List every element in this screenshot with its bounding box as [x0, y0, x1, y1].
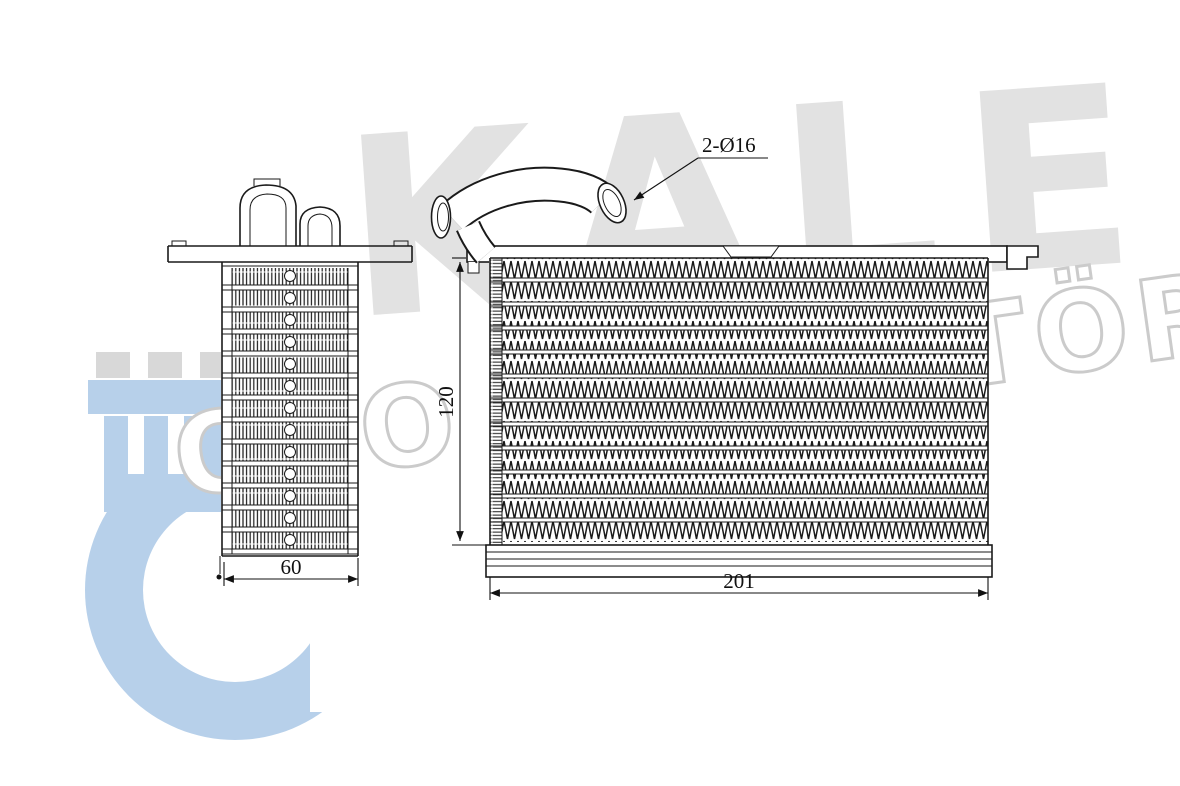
- front-view-drawing: 2-Ø16 120 201: [430, 133, 1039, 600]
- dim-120-label: 120: [434, 386, 458, 418]
- pipe-opening-right: [597, 182, 627, 224]
- dim-60-label: 60: [281, 555, 302, 579]
- pipe-opening-left: [430, 195, 452, 239]
- dim-201-label: 201: [723, 569, 755, 593]
- side-view-drawing: 60: [167, 178, 413, 586]
- mounting-loops: [239, 178, 341, 246]
- dimension-201: 201: [489, 569, 989, 600]
- dimension-60: 60: [223, 555, 359, 586]
- inlet-pipe: [430, 166, 627, 264]
- side-top-bracket: [167, 240, 413, 267]
- side-core-fins: [222, 268, 358, 555]
- side-foot: [216, 556, 222, 580]
- bottom-tank: [485, 544, 993, 578]
- front-core: [489, 257, 989, 545]
- plate-notch: [722, 245, 780, 258]
- dimension-120: 120: [434, 257, 486, 546]
- pipe-annotation: 2-Ø16: [633, 133, 768, 201]
- front-core-fins: [490, 258, 988, 542]
- pipe-diameter-label: 2-Ø16: [702, 133, 756, 157]
